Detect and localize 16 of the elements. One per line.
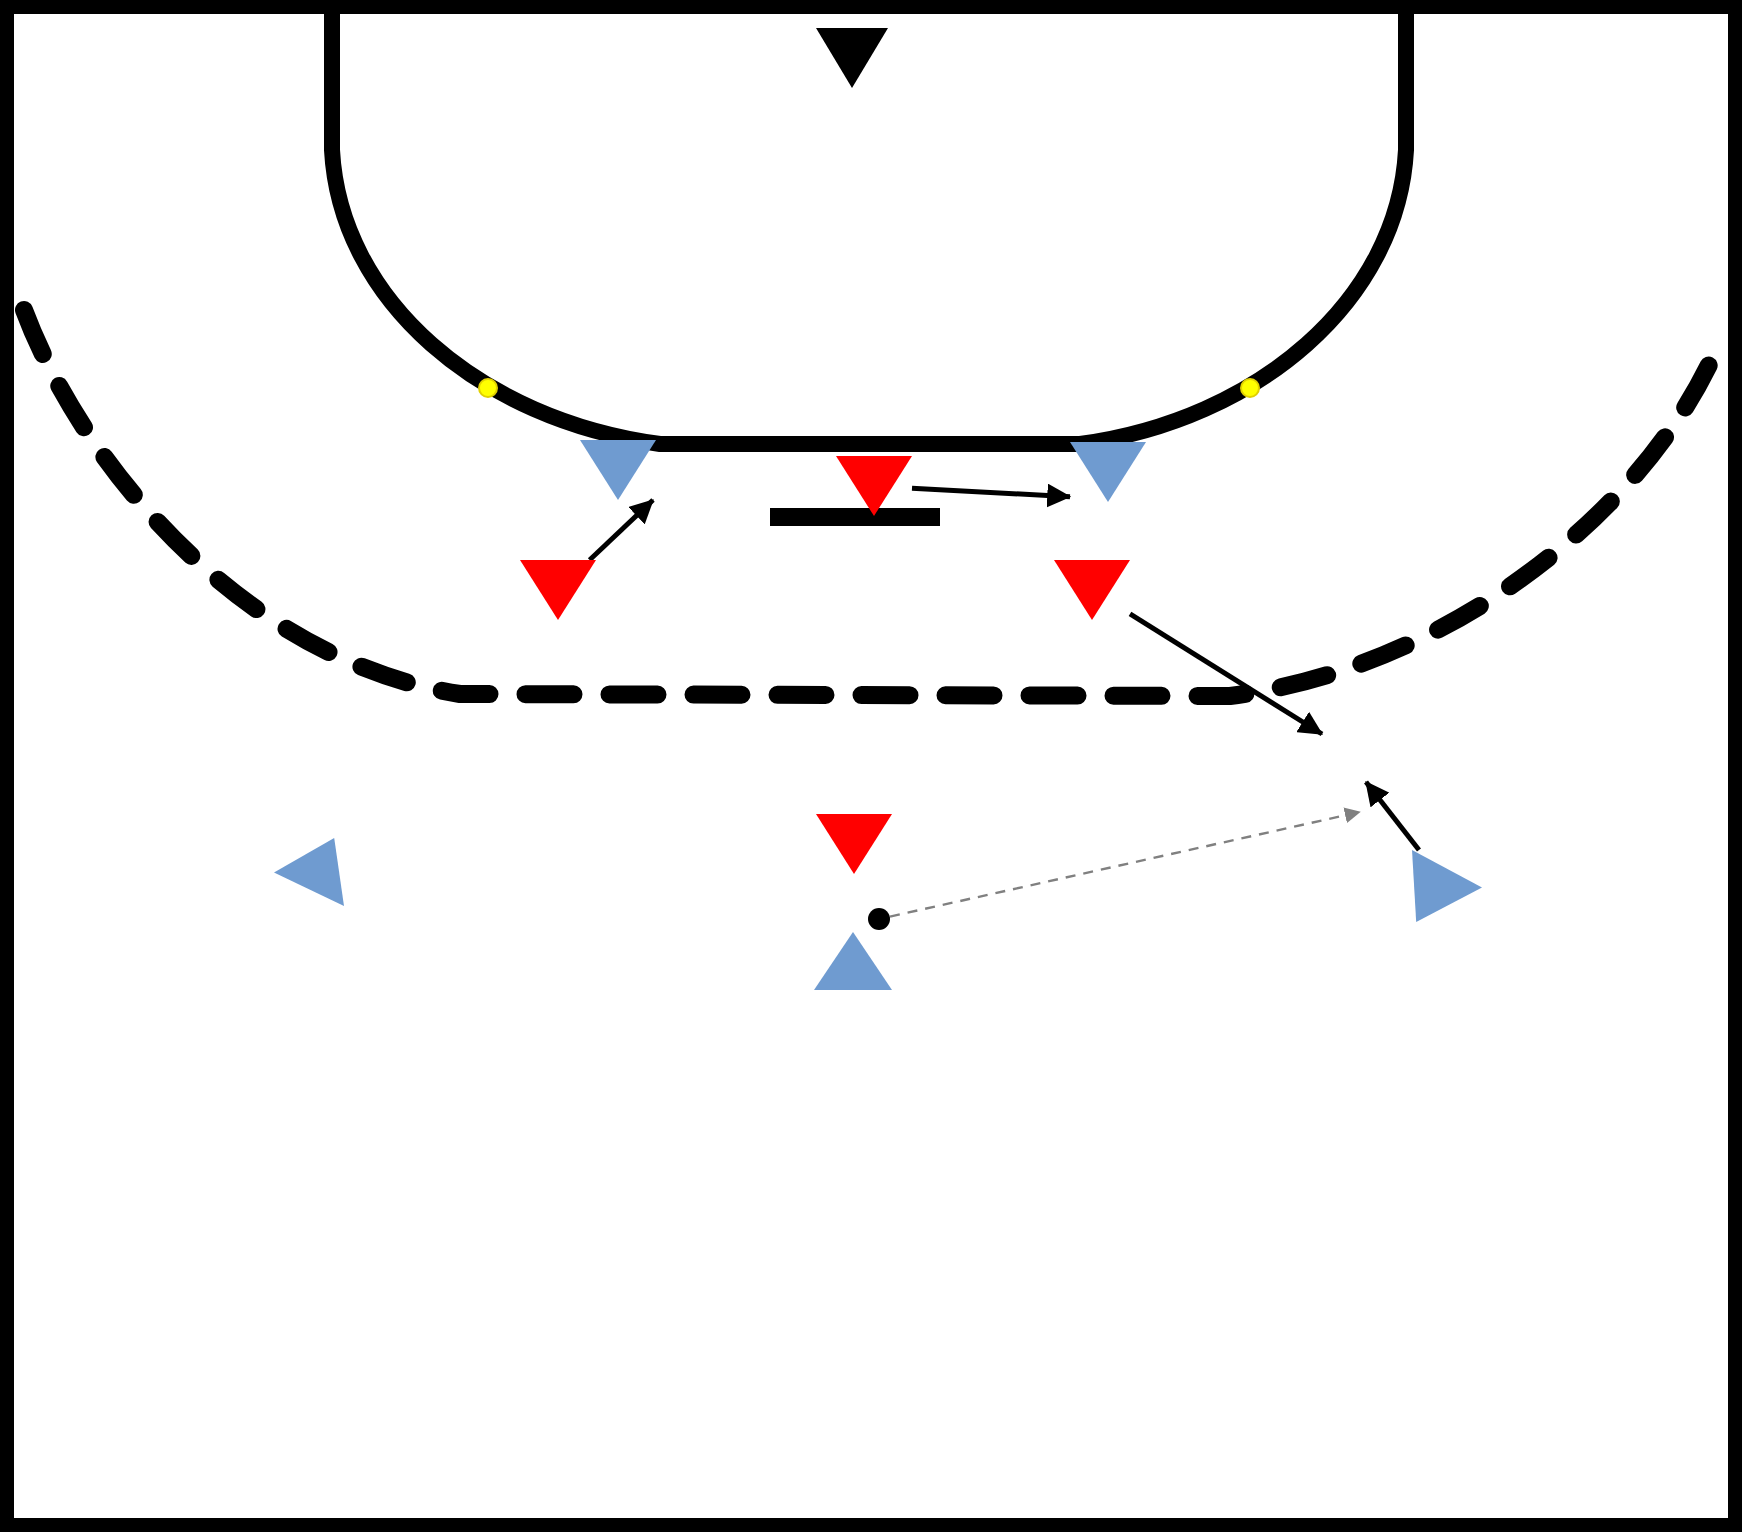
arrow — [1128, 611, 1324, 737]
player-triangle — [814, 932, 892, 990]
player-triangle — [580, 440, 656, 500]
player-triangle — [1054, 560, 1130, 620]
player-triangle — [1412, 850, 1482, 922]
dashed-arrow — [889, 807, 1361, 918]
arrow — [1364, 780, 1421, 852]
player-triangle — [274, 836, 344, 906]
player-triangle — [836, 456, 912, 516]
player-triangle — [1070, 442, 1146, 502]
arrow — [911, 483, 1072, 508]
player-triangle — [520, 560, 596, 620]
player-triangle — [816, 28, 888, 88]
player-triangle — [816, 814, 892, 874]
ball — [868, 908, 890, 930]
arrow — [587, 498, 655, 562]
